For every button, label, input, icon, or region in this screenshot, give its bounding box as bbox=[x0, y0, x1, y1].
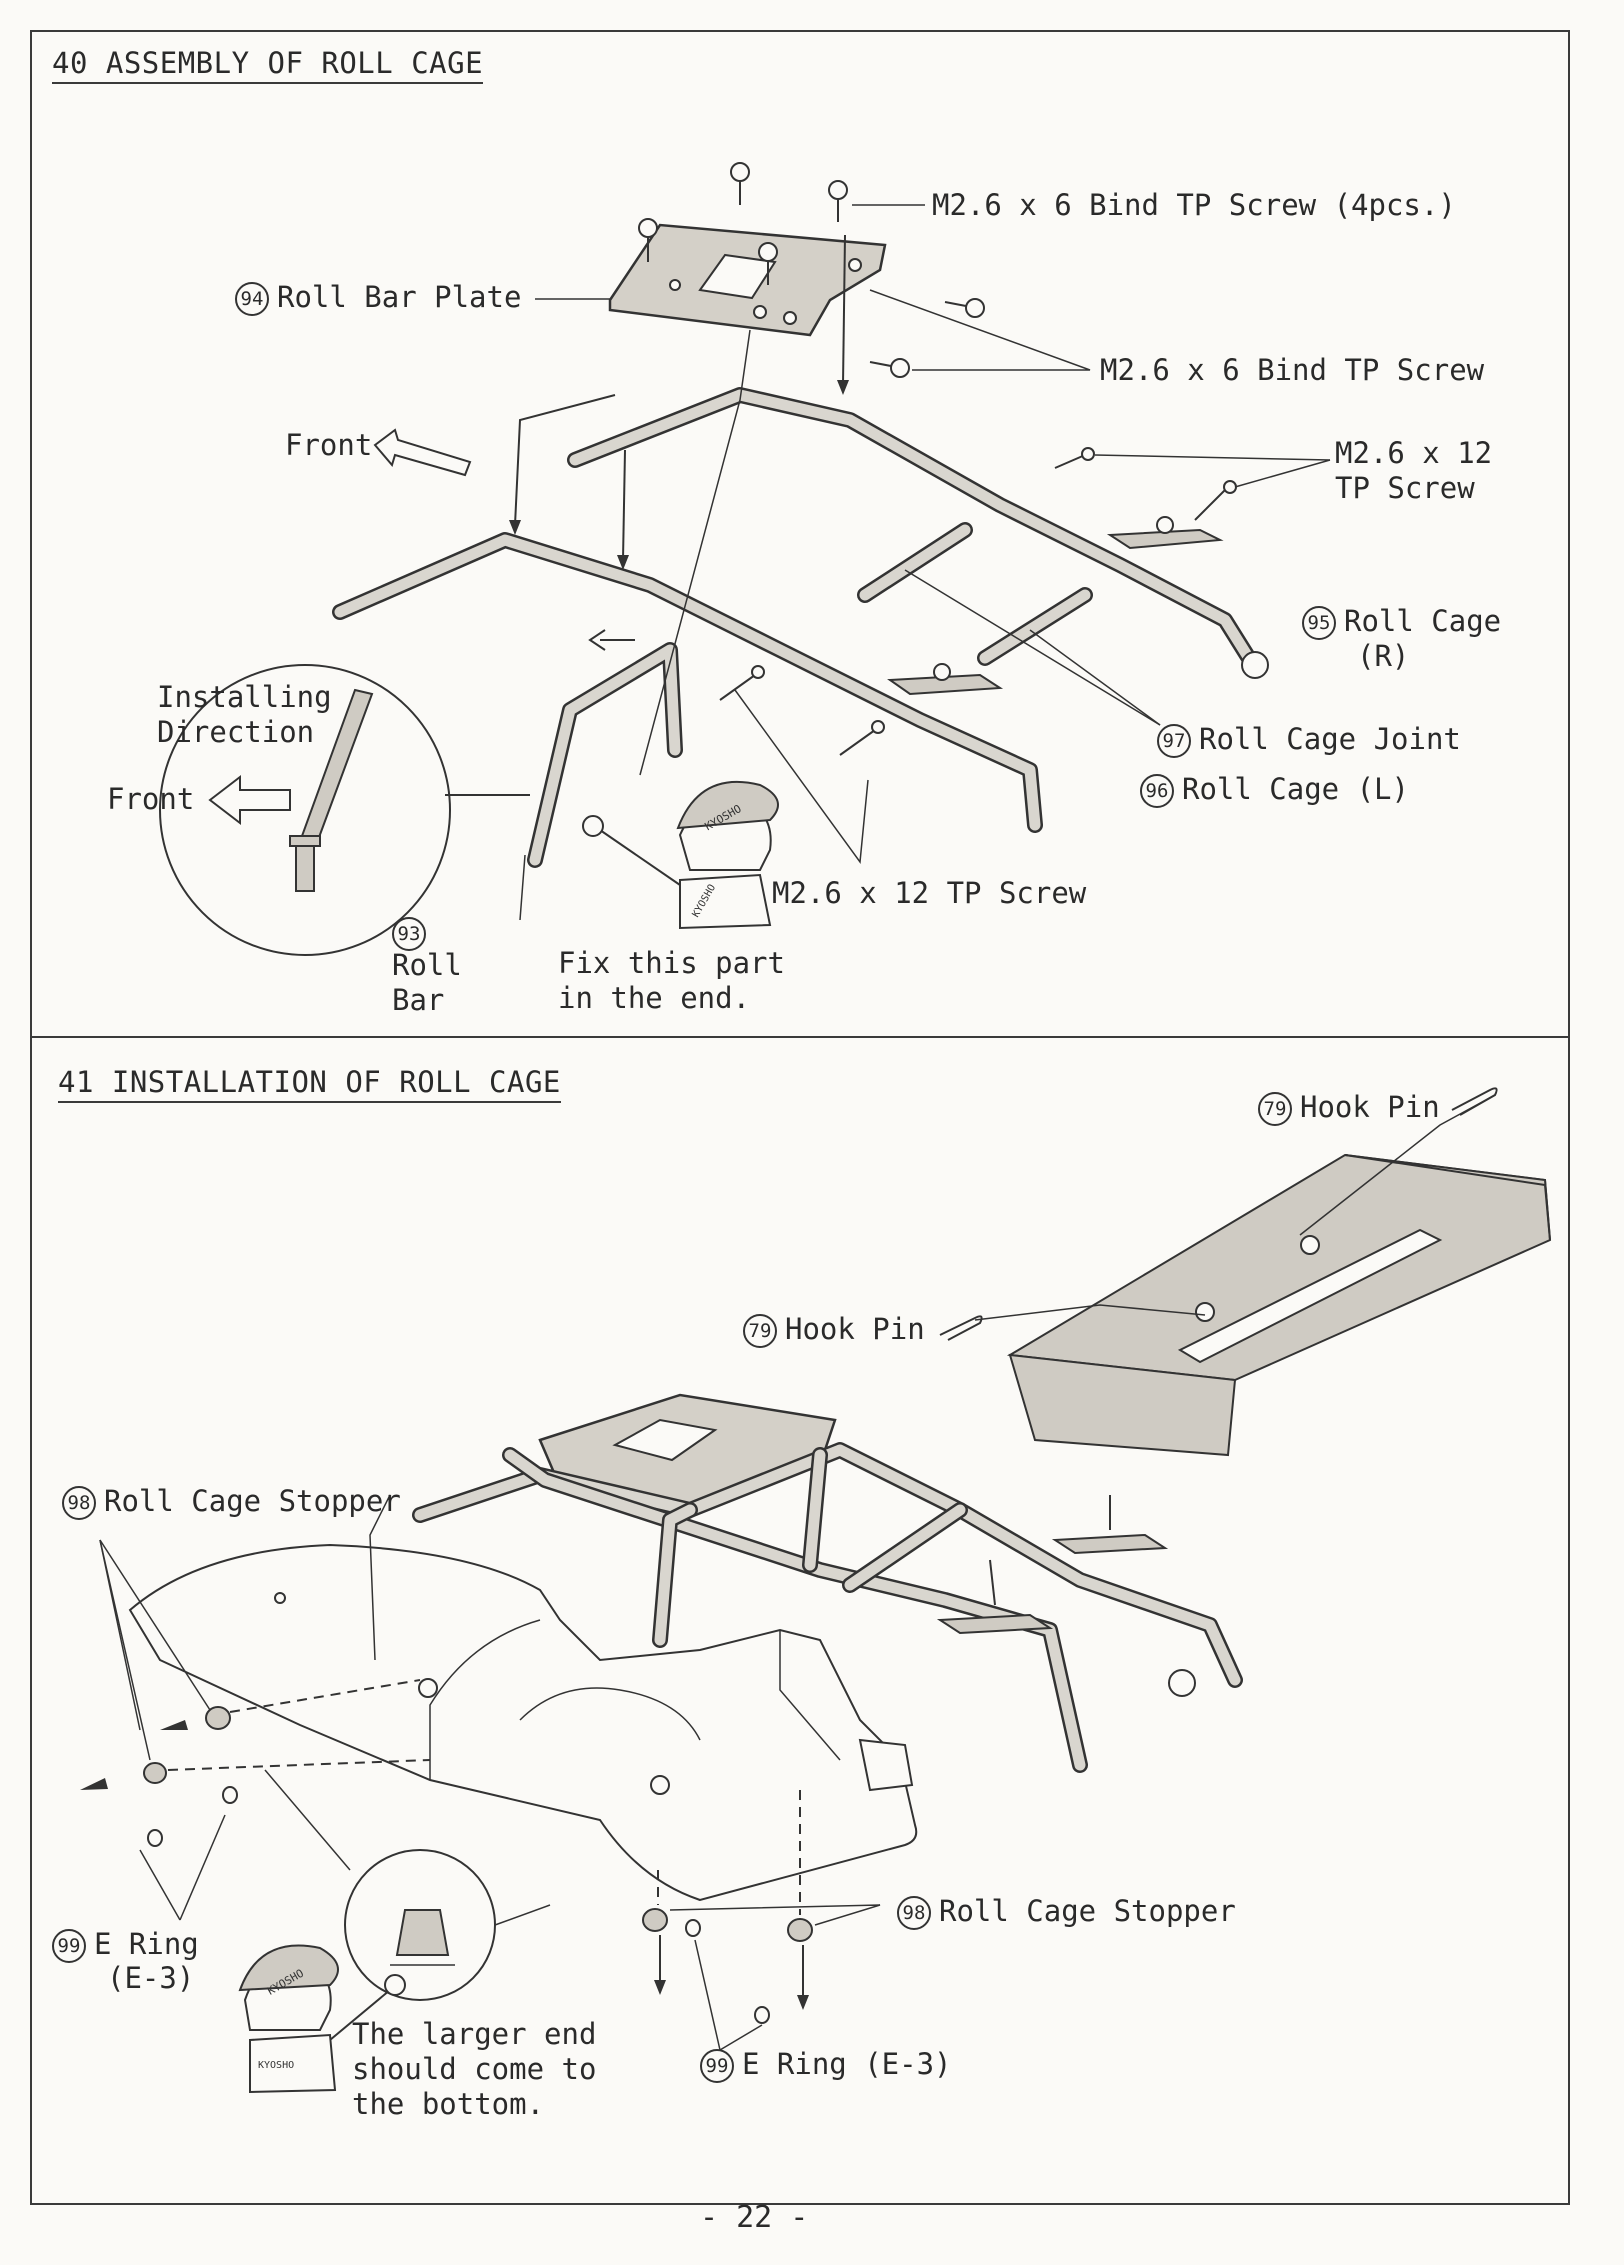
part-number-97: 97 bbox=[1157, 724, 1191, 758]
screw-4 bbox=[758, 242, 778, 285]
label-fix-line1: Fix this part bbox=[558, 946, 785, 980]
part-number-79-mid: 79 bbox=[743, 1314, 777, 1348]
part-number-98-right: 98 bbox=[897, 1896, 931, 1930]
label-fix-line2: in the end. bbox=[558, 981, 751, 1015]
roll-cage-joints bbox=[857, 522, 1161, 726]
installing-direction-inset bbox=[159, 664, 530, 956]
label-larger-line2: should come to bbox=[352, 2052, 597, 2086]
section-divider bbox=[30, 1036, 1570, 1038]
part-number-98-left: 98 bbox=[62, 1486, 96, 1520]
part-number-99-bottom: 99 bbox=[700, 2049, 734, 2083]
mascot-top: KYOSHO KYOSHO bbox=[582, 780, 779, 930]
screw-2 bbox=[828, 180, 848, 222]
label-larger-line1: The larger end bbox=[352, 2017, 597, 2051]
left-stoppers bbox=[80, 1494, 431, 1921]
label-roll-bar-line1: Roll bbox=[392, 948, 462, 982]
label-front: Front bbox=[285, 428, 373, 462]
screw-3 bbox=[638, 218, 658, 262]
front-arrow bbox=[373, 428, 472, 477]
larger-end-inset bbox=[264, 1769, 551, 2001]
label-bind-screw: M2.6 x 6 Bind TP Screw bbox=[1100, 353, 1485, 387]
label-front-inset: Front bbox=[107, 782, 195, 816]
mascot-bottom: KYOSHO KYOSHO bbox=[238, 1944, 406, 2094]
label-larger-line3: the bottom. bbox=[352, 2087, 545, 2121]
car-body bbox=[128, 1543, 918, 1902]
wing-mounts bbox=[887, 516, 1224, 696]
rear-wing bbox=[1006, 1153, 1552, 1457]
section-41-title: 41 INSTALLATION OF ROLL CAGE bbox=[58, 1065, 561, 1103]
label-roll-bar-num: 93 bbox=[392, 915, 434, 951]
hook-pins bbox=[939, 1087, 1498, 1341]
label-tp-screw-12-line2: TP Screw bbox=[1335, 471, 1475, 505]
leader-roll-bar-plate bbox=[535, 298, 610, 300]
page-frame bbox=[30, 30, 1570, 2205]
bind-screws-side bbox=[869, 289, 1091, 378]
part-number-93: 93 bbox=[392, 917, 426, 951]
roll-bar-plate bbox=[608, 223, 887, 337]
assembled-roll-cage bbox=[412, 1393, 1243, 1773]
screw-group-top bbox=[638, 162, 925, 285]
label-bind-screw-4pcs: M2.6 x 6 Bind TP Screw (4pcs.) bbox=[932, 188, 1456, 222]
label-ering-left-line2: (E-3) bbox=[107, 1961, 195, 1995]
assembly-arrows bbox=[509, 234, 849, 776]
mascot2-shirt-text: KYOSHO bbox=[258, 2060, 294, 2071]
label-roll-cage-r-line2: (R) bbox=[1357, 639, 1410, 673]
part-number-94: 94 bbox=[235, 282, 269, 316]
label-tp-screw-12-line1: M2.6 x 12 bbox=[1335, 436, 1493, 470]
roll-cage-l bbox=[332, 532, 1043, 833]
part-number-96: 96 bbox=[1140, 774, 1174, 808]
screw-1 bbox=[730, 162, 750, 205]
page-number: - 22 - bbox=[700, 2200, 809, 2235]
label-installing: Installing bbox=[157, 680, 332, 714]
tp-screws-12 bbox=[719, 447, 1331, 865]
section-40-title: 40 ASSEMBLY OF ROLL CAGE bbox=[52, 46, 484, 84]
part-number-99-left: 99 bbox=[52, 1929, 86, 1963]
label-direction: Direction bbox=[157, 715, 315, 749]
label-roll-bar-line2: Bar bbox=[392, 983, 445, 1017]
label-tp-screw-12-bottom: M2.6 x 12 TP Screw bbox=[772, 876, 1087, 910]
part-number-79-top: 79 bbox=[1258, 1092, 1292, 1126]
part-number-95: 95 bbox=[1302, 606, 1336, 640]
roll-bar bbox=[519, 629, 683, 921]
bottom-stoppers bbox=[642, 1790, 881, 2051]
